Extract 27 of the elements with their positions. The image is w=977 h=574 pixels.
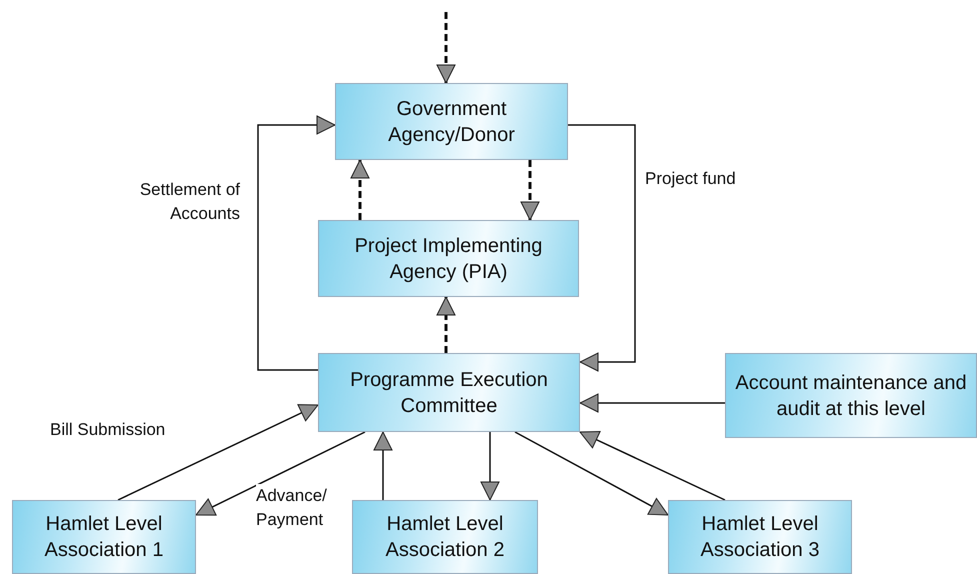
arrow: [350, 160, 370, 220]
box-label: Hamlet Level Association 1: [44, 512, 164, 563]
process-box: [335, 83, 568, 160]
arrow: [436, 12, 456, 84]
arrow: [118, 404, 318, 501]
process-box: [318, 353, 580, 432]
arrow: [580, 431, 726, 501]
box-label: Government Agency/Donor: [387, 96, 516, 148]
box-label: Hamlet Level Association 3: [700, 512, 820, 563]
arrow: [374, 432, 392, 500]
arrow: [257, 116, 336, 371]
arrow: [580, 394, 725, 412]
box-label: Account maintenance and audit at this level: [734, 370, 968, 422]
box-label: Project Implementing Agency (PIA): [354, 234, 544, 284]
arrow: [568, 124, 636, 372]
box-label: Hamlet Level Association 2: [384, 512, 506, 563]
arrow: [196, 431, 366, 516]
arrow: [520, 160, 540, 220]
process-box: [318, 220, 579, 297]
arrow: [514, 431, 668, 516]
process-box: [725, 353, 977, 438]
process-box: [668, 500, 852, 574]
arrow: [480, 432, 500, 500]
arrow: [436, 296, 456, 353]
box-label: Programme Execution Committee: [349, 368, 549, 418]
process-box: [12, 500, 196, 574]
process-box: [352, 500, 538, 574]
